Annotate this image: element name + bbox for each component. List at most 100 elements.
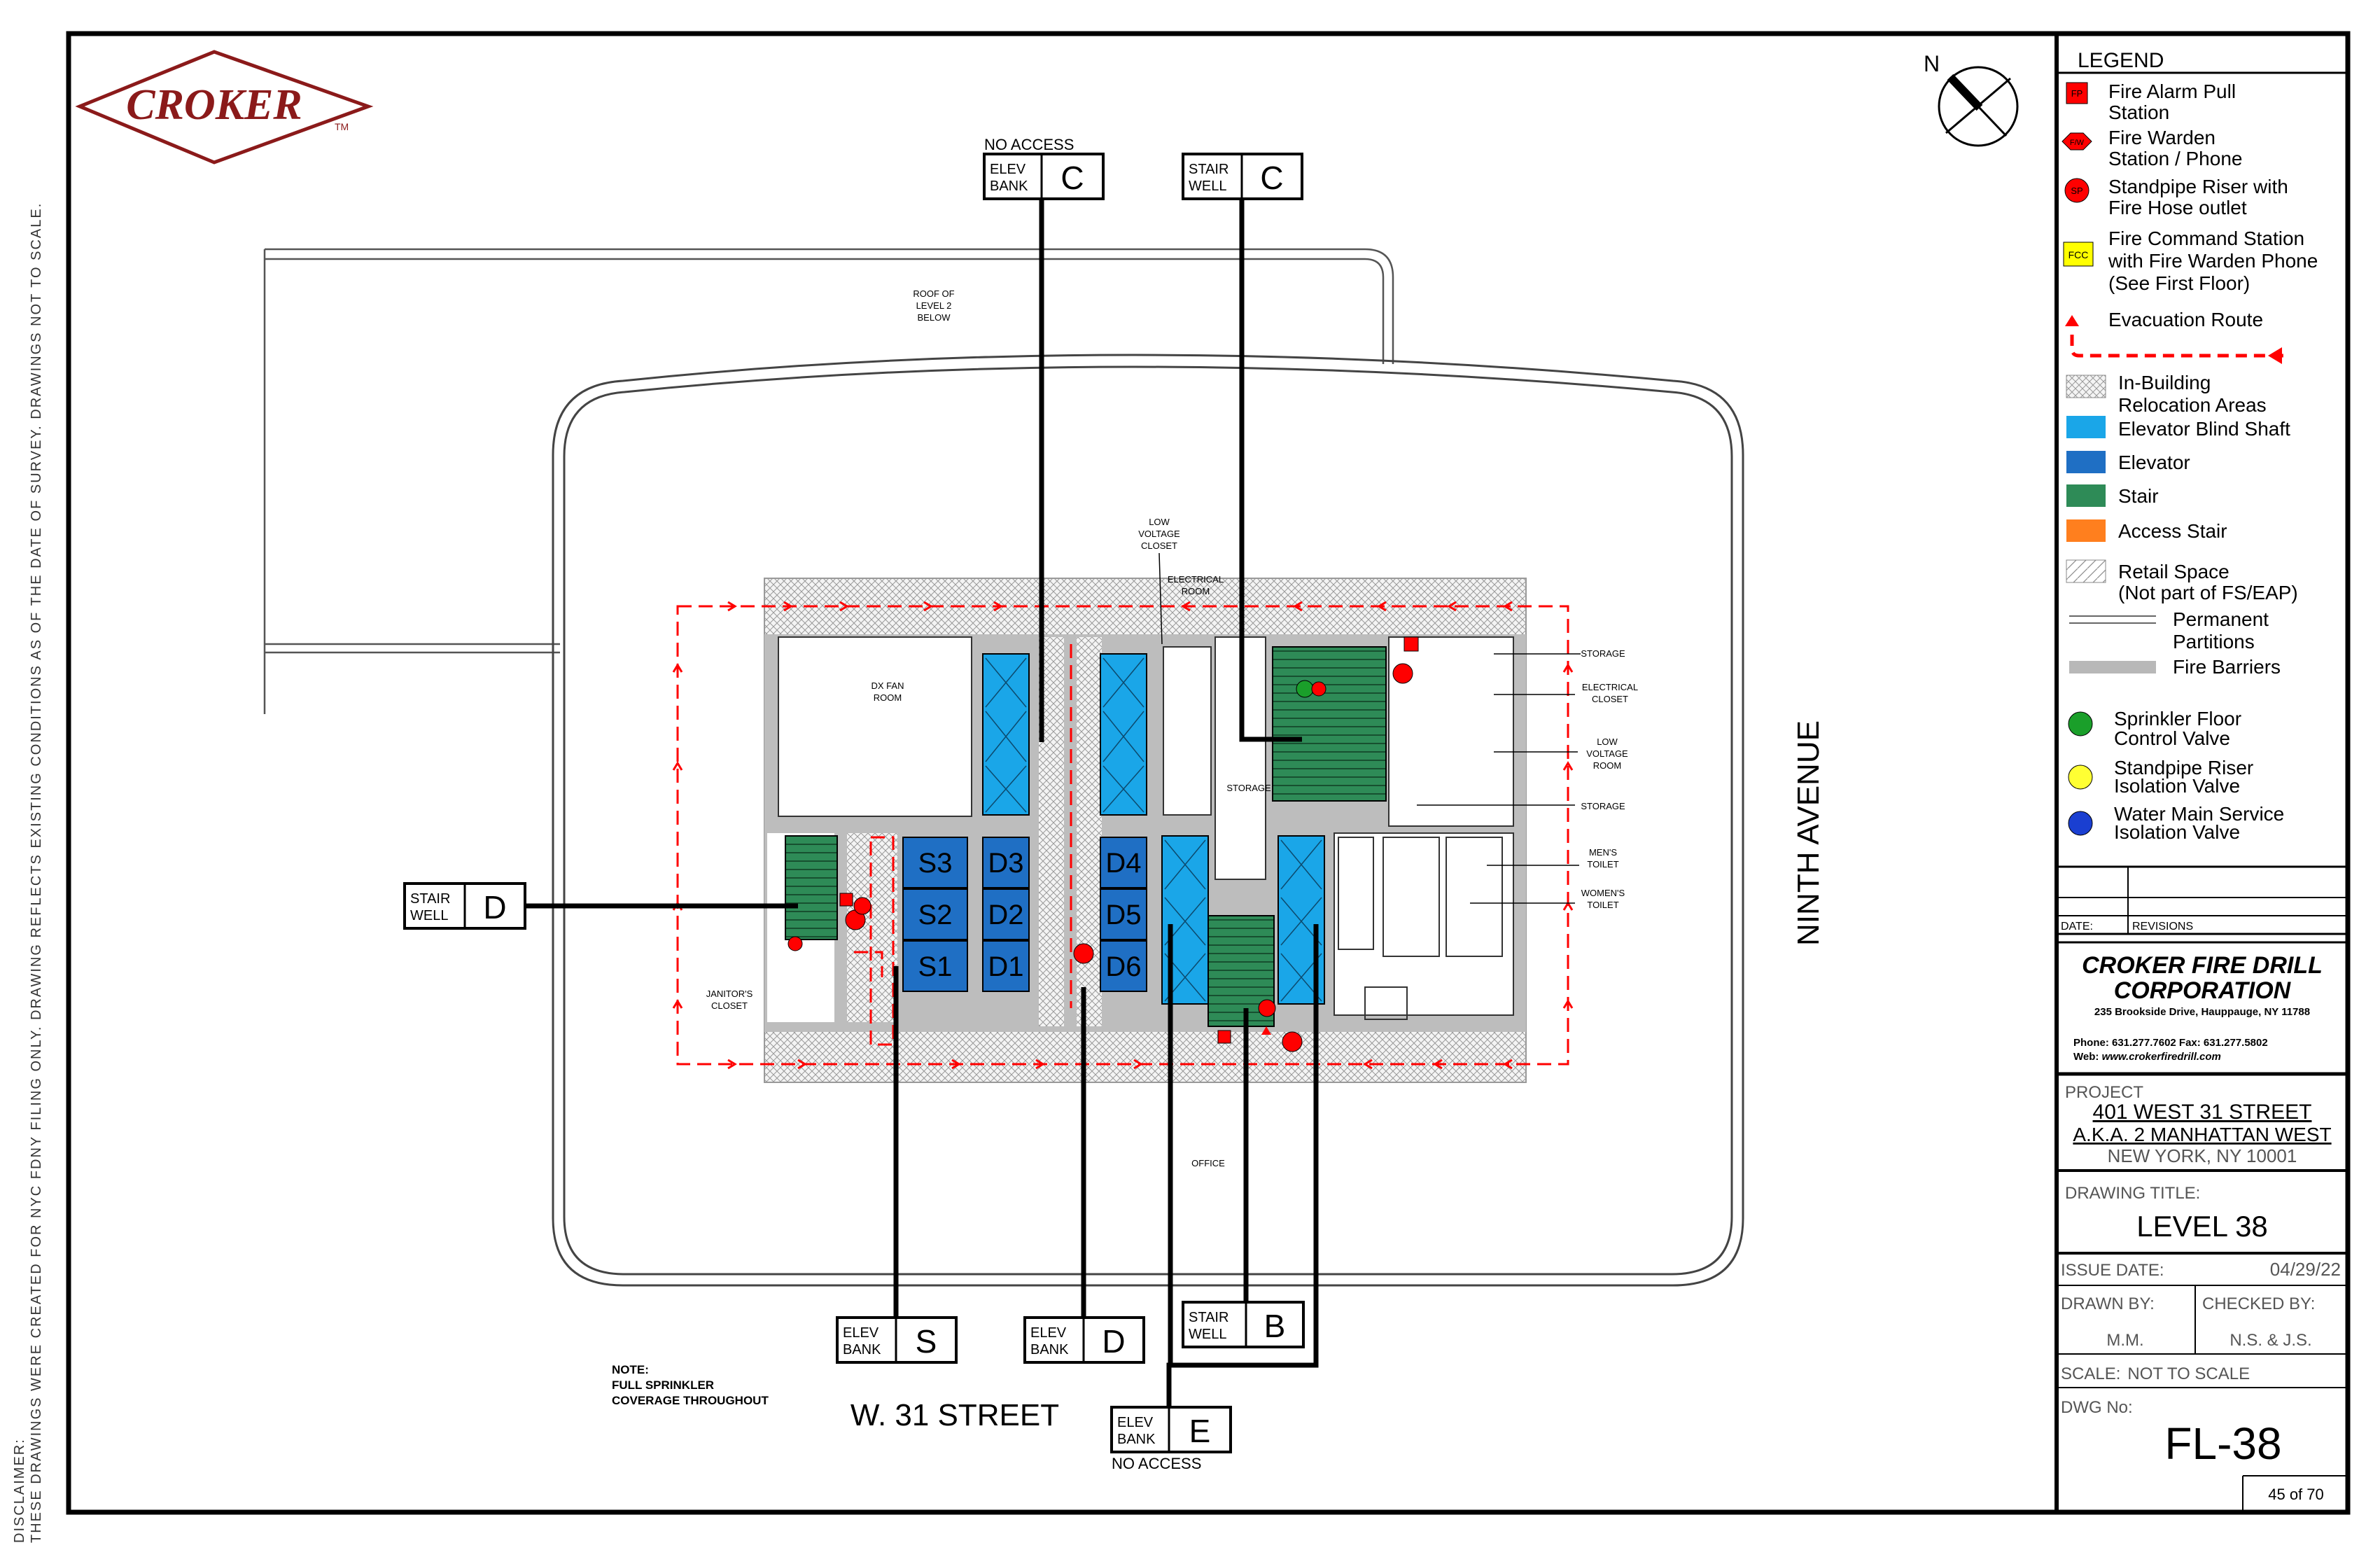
street-east: NINTH AVENUE xyxy=(1791,720,1826,946)
stair-b-line1: STAIR xyxy=(1189,1310,1228,1325)
project-line-3: NEW YORK, NY 10001 xyxy=(2108,1145,2297,1166)
lv-room-label-1: LOW xyxy=(1597,736,1618,747)
title-block: LEGEND FP F/W SP FCC Fire Alarm Pull Sta… xyxy=(2057,49,2348,1512)
scale-label: SCALE: xyxy=(2061,1364,2120,1383)
lv-room-label-2: VOLTAGE xyxy=(1586,748,1628,759)
scale-line: SCALE:NOT TO SCALE xyxy=(2061,1364,2250,1383)
access-stair-swatch xyxy=(2066,519,2106,542)
plan-fire-symbols xyxy=(788,636,1419,1052)
legend-sp-1: Standpipe Riser with xyxy=(2108,176,2288,197)
company-name-1: CROKER FIRE DRILL xyxy=(2082,952,2323,979)
retail-swatch xyxy=(2066,559,2106,583)
compass-label: N xyxy=(1924,51,1940,76)
standpipe-symbol-text: SP xyxy=(2071,186,2082,196)
lv-room-label-3: ROOM xyxy=(1593,760,1621,771)
company-web: www.crokerfiredrill.com xyxy=(2102,1051,2221,1063)
elevator-s3: S3 xyxy=(918,848,953,879)
legend-water-main-1: Water Main Service xyxy=(2114,803,2284,825)
fire-barrier-swatch xyxy=(2069,661,2156,673)
mens-label-1: MEN'S xyxy=(1589,847,1617,858)
sprinkler-valve-icon xyxy=(2068,711,2093,736)
fire-warden-symbol-text: F/W xyxy=(2070,139,2085,147)
drawing-title-label: DRAWING TITLE: xyxy=(2065,1184,2200,1203)
elevator-swatch xyxy=(2066,451,2106,473)
sheet-number: 45 of 70 xyxy=(2268,1486,2324,1503)
legend-partitions-2: Partitions xyxy=(2173,631,2255,652)
roof-level2-outline xyxy=(263,248,1394,714)
elec-room-label-1: ELECTRICAL xyxy=(1168,574,1224,585)
revisions-label: REVISIONS xyxy=(2132,921,2193,933)
evacuation-arrows xyxy=(672,601,1574,1070)
elev-c-line1: ELEV xyxy=(990,162,1026,177)
elec-closet-label-2: CLOSET xyxy=(1592,694,1628,704)
dx-fan-label-2: ROOM xyxy=(874,692,902,703)
womens-label-2: TOILET xyxy=(1587,900,1618,910)
janitor-label-2: CLOSET xyxy=(711,1000,748,1011)
checked-by-value: N.S. & J.S. xyxy=(2230,1331,2311,1350)
mens-label-2: TOILET xyxy=(1587,859,1618,870)
elevator-s1: S1 xyxy=(918,951,953,982)
blind-shaft-swatch xyxy=(2066,416,2106,438)
elev-e-note: NO ACCESS xyxy=(1112,1455,1201,1472)
elev-c-note: NO ACCESS xyxy=(984,136,1074,153)
company-web-line: Web: www.crokerfiredrill.com xyxy=(2073,1051,2221,1063)
drawn-by-value: M.M. xyxy=(2106,1331,2143,1350)
building-core: S3 S2 S1 D3 D2 D1 D4 D5 D6 xyxy=(764,578,1527,1083)
legend-blind-shaft: Elevator Blind Shaft xyxy=(2118,418,2290,440)
legend-evac: Evacuation Route xyxy=(2108,309,2263,330)
stair-c-letter: C xyxy=(1260,160,1283,196)
toilet-fixtures xyxy=(1338,837,1503,1020)
standpipe-icon xyxy=(2064,178,2090,203)
stair-c xyxy=(1272,646,1387,802)
legend-partitions-1: Permanent xyxy=(2173,608,2269,630)
logo-text: CROKER xyxy=(126,81,302,129)
legend-retail-1: Retail Space xyxy=(2118,561,2230,582)
elevator-d6: D6 xyxy=(1105,951,1141,982)
legend-stair: Stair xyxy=(2118,485,2159,507)
elev-c-letter: C xyxy=(1060,160,1084,196)
elev-e-line1: ELEV xyxy=(1117,1415,1154,1430)
disclaimer: DISCLAIMER: THESE DRAWINGS WERE CREATED … xyxy=(11,73,45,1543)
checked-by-label: CHECKED BY: xyxy=(2202,1294,2315,1313)
fire-alarm-icon xyxy=(2066,82,2088,104)
building-perimeter xyxy=(552,354,1744,1287)
elev-e-callout xyxy=(1110,1406,1232,1453)
legend-water-main-2: Isolation Valve xyxy=(2114,821,2240,843)
office-label: OFFICE xyxy=(1191,1158,1225,1168)
legend-sprinkler-1: Sprinkler Floor xyxy=(2114,708,2241,729)
legend-fcc-1: Fire Command Station xyxy=(2108,228,2304,249)
note-line-2: FULL SPRINKLER xyxy=(612,1378,714,1392)
stair-d-line1: STAIR xyxy=(410,891,450,907)
water-main-valve-icon xyxy=(2068,811,2093,836)
fire-command-symbol-text: FCC xyxy=(2068,249,2089,260)
stair-d-line2: WELL xyxy=(410,908,448,923)
legend-fire-barriers: Fire Barriers xyxy=(2173,656,2281,678)
evacuation-route xyxy=(676,605,1569,1066)
elev-s-letter: S xyxy=(916,1323,937,1360)
callout-boxes: NO ACCESS ELEV BANK C STAIR WELL C STAIR… xyxy=(403,136,1305,1472)
elev-s-line2: BANK xyxy=(843,1342,881,1357)
storage-mid-label: STORAGE xyxy=(1226,783,1271,793)
legend-fw-1: Fire Warden xyxy=(2108,127,2216,148)
stair-b-line2: WELL xyxy=(1189,1327,1226,1342)
legend-standpipe-valve-2: Isolation Valve xyxy=(2114,775,2240,797)
stair-b-callout xyxy=(1182,1301,1305,1348)
callout-leaders xyxy=(525,199,1319,1414)
company-name-2: CORPORATION xyxy=(2114,977,2292,1004)
roof-label-2: LEVEL 2 xyxy=(916,300,952,311)
revisions-date-label: DATE: xyxy=(2061,921,2093,933)
issue-date-value: 04/29/22 xyxy=(2270,1259,2341,1280)
legend-relocation-1: In-Building xyxy=(2118,372,2211,393)
roof-label-3: BELOW xyxy=(918,312,951,323)
fire-warden-icon xyxy=(2062,132,2092,151)
fire-alarm-symbol-text: FP xyxy=(2071,88,2083,99)
lv-closet-label-2: VOLTAGE xyxy=(1138,529,1180,539)
legend-sp-2: Fire Hose outlet xyxy=(2108,197,2247,218)
legend-elevator: Elevator xyxy=(2118,452,2190,473)
elevator-d2: D2 xyxy=(988,900,1023,930)
disclaimer-text: THESE DRAWINGS WERE CREATED FOR NYC FDNY… xyxy=(29,202,44,1543)
elevator-s2: S2 xyxy=(918,900,953,930)
lv-closet-label-3: CLOSET xyxy=(1141,540,1177,551)
dx-fan-label-1: DX FAN xyxy=(872,680,904,691)
stair-swatch xyxy=(2066,484,2106,507)
